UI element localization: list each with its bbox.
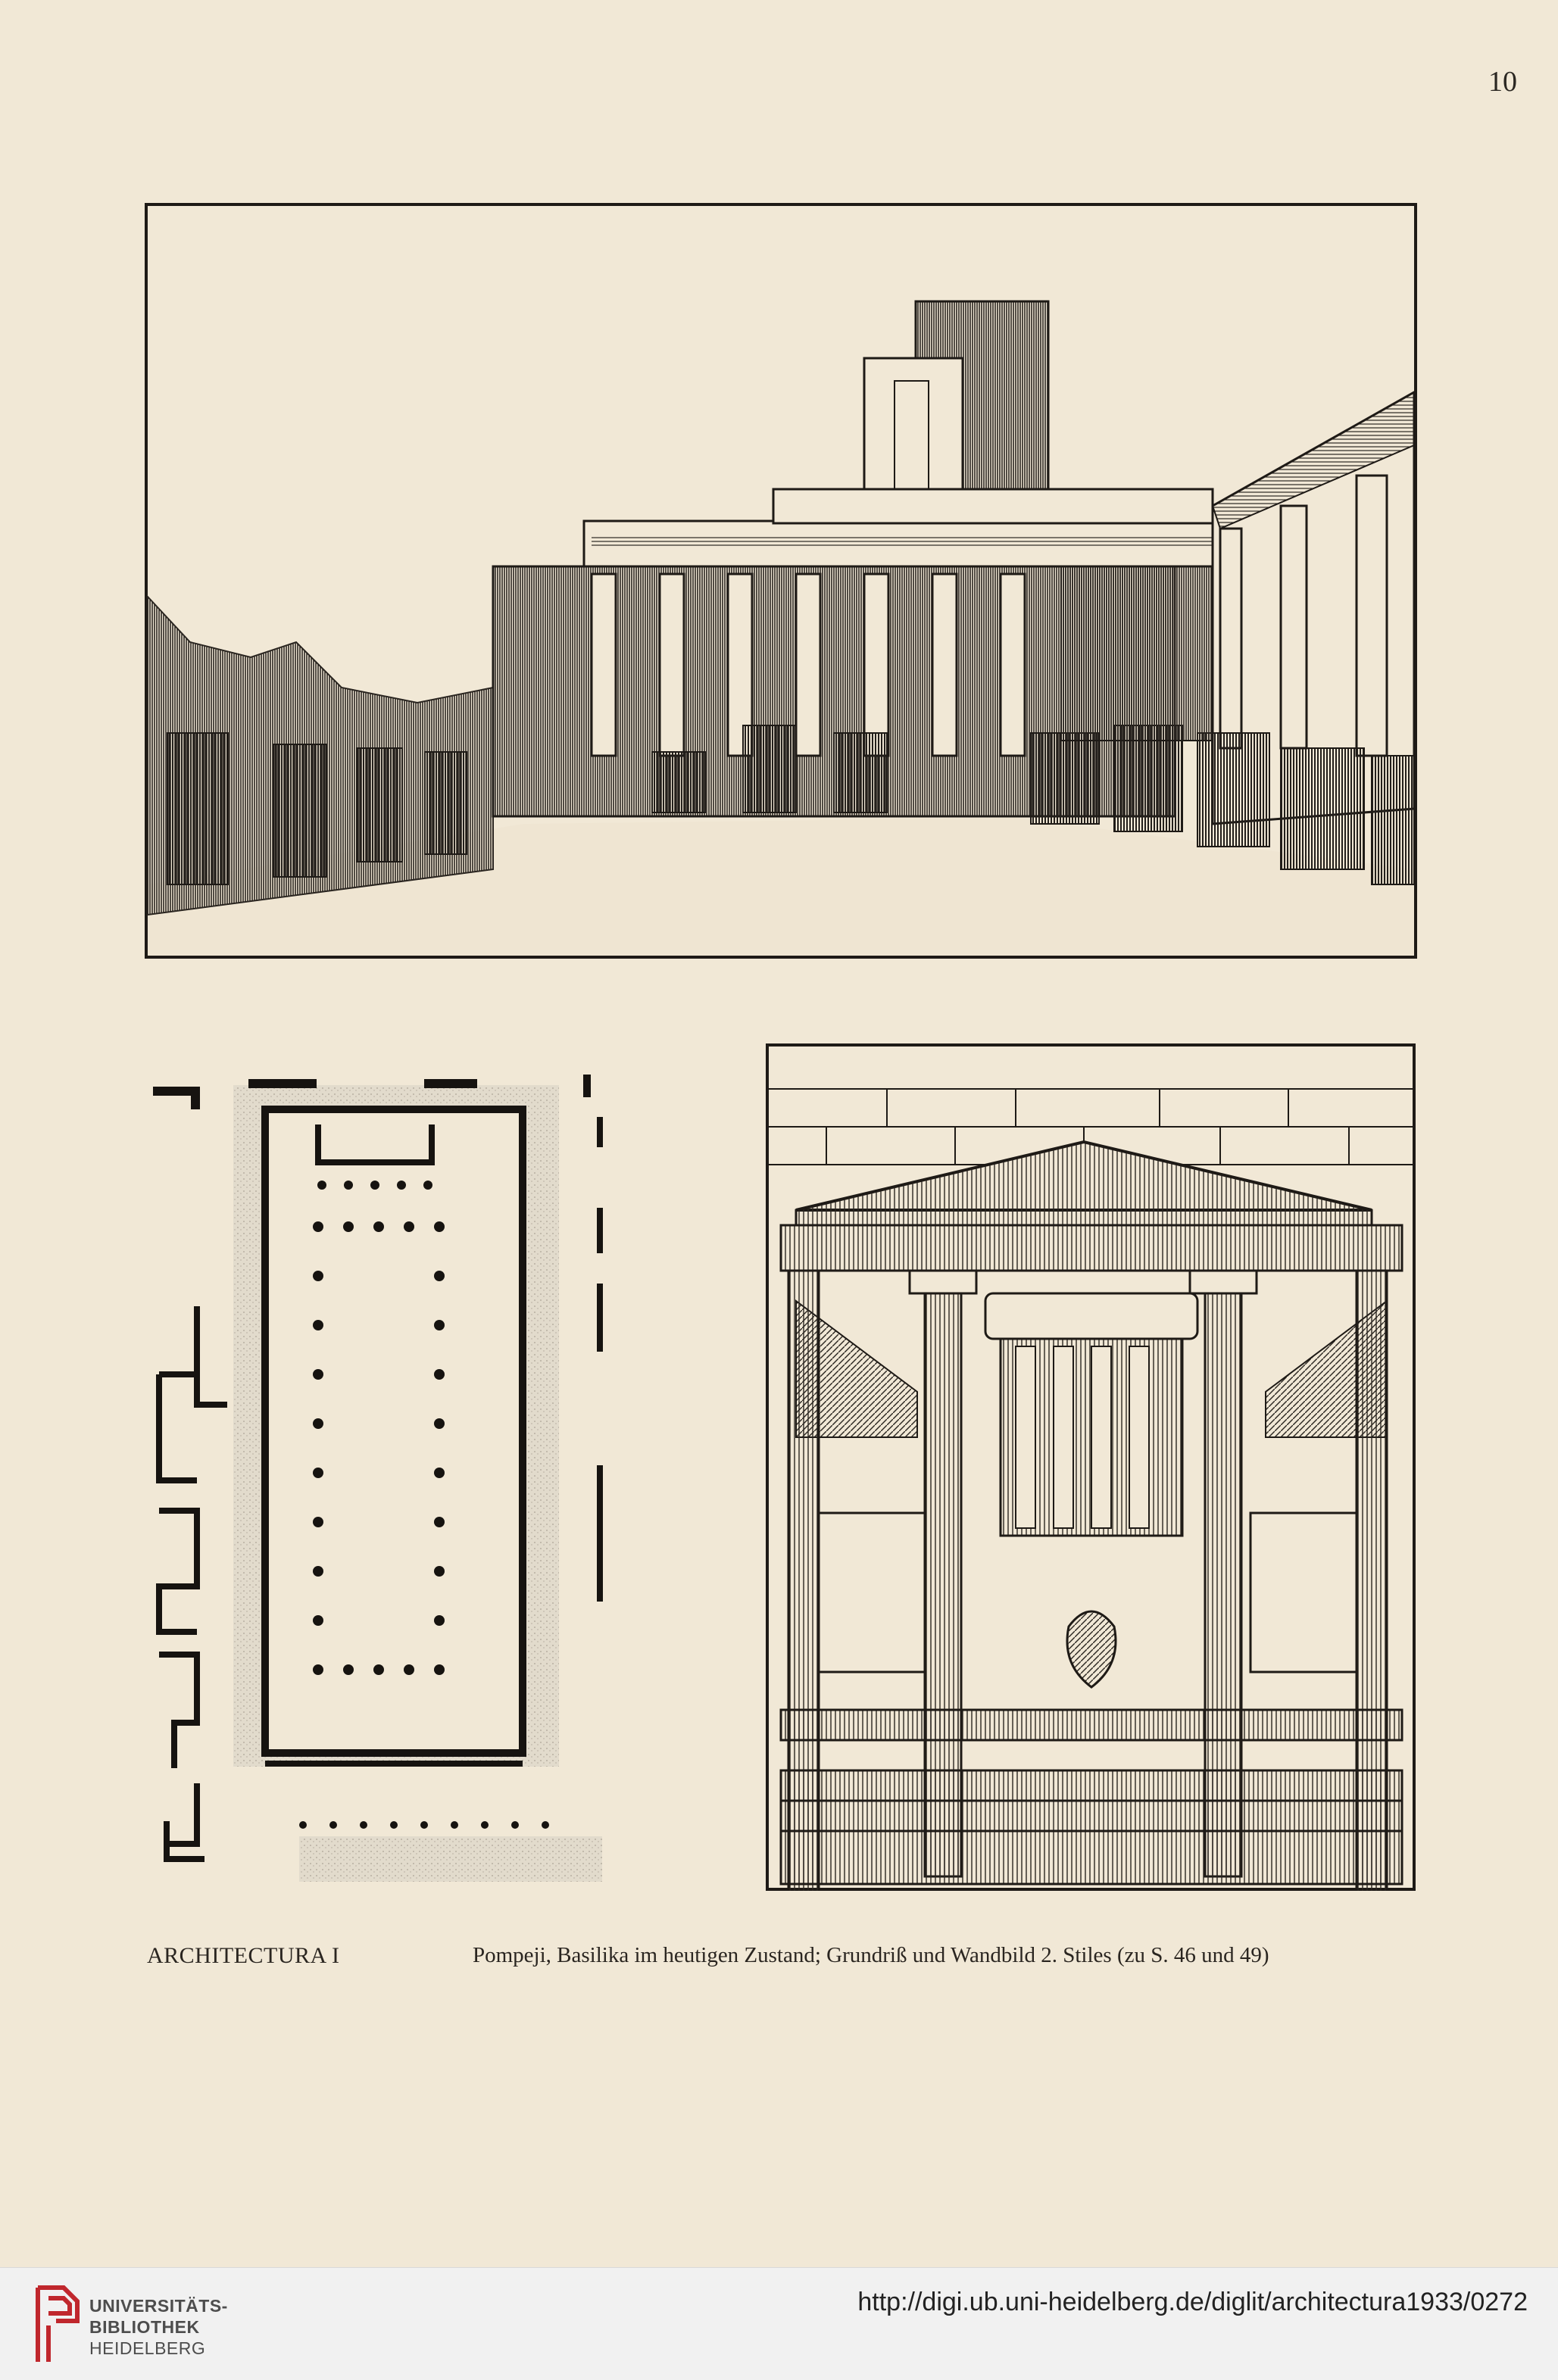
library-name: UNIVERSITÄTS- BIBLIOTHEK HEIDELBERG bbox=[89, 2295, 228, 2359]
basilica-present-state-drawing bbox=[145, 203, 1417, 959]
library-name-line: HEIDELBERG bbox=[89, 2338, 206, 2358]
library-name-line: BIBLIOTHEK bbox=[89, 2317, 200, 2337]
basilica-floor-plan bbox=[151, 1056, 606, 1887]
second-style-wall-painting bbox=[766, 1043, 1416, 1891]
source-url-link[interactable]: http://digi.ub.uni-heidelberg.de/diglit/… bbox=[857, 2288, 1528, 2316]
library-logo-icon bbox=[36, 2285, 80, 2362]
library-name-line: UNIVERSITÄTS- bbox=[89, 2296, 228, 2316]
digitization-footer: UNIVERSITÄTS- BIBLIOTHEK HEIDELBERG http… bbox=[0, 2267, 1558, 2380]
figure-caption-label: ARCHITECTURA I bbox=[147, 1943, 340, 1968]
page-number: 10 bbox=[1488, 66, 1517, 98]
book-page: 10 bbox=[145, 66, 1517, 1968]
figure-caption: Pompeji, Basilika im heutigen Zustand; G… bbox=[473, 1943, 1269, 1967]
